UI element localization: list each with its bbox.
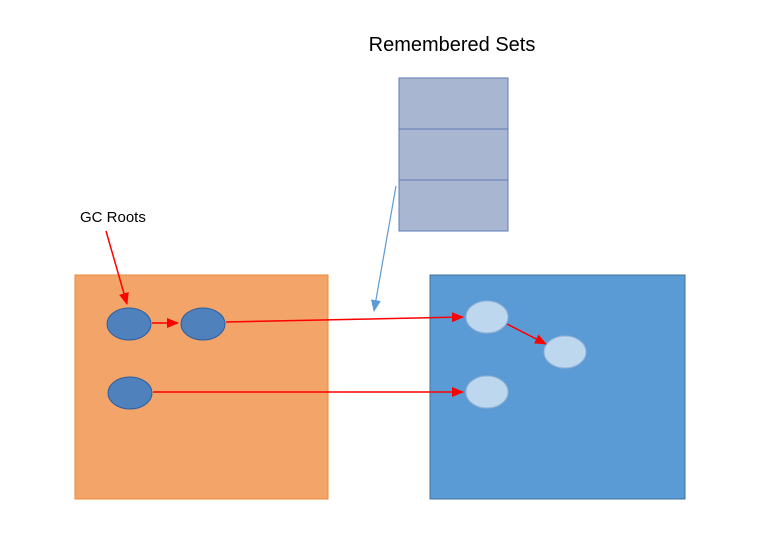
blue-region-object-3 (465, 375, 509, 409)
remembered-set-pointer-arrow (370, 185, 397, 312)
gc-roots-arrow (105, 230, 129, 305)
diagram-title: Remembered Sets (369, 34, 536, 56)
reference-arrow-blue-object1-object2 (506, 323, 547, 345)
remembered-set-stack (398, 77, 509, 232)
remembered-set-cell-1 (398, 77, 509, 130)
blue-region-object-2 (543, 335, 587, 369)
gc-roots-label: GC Roots (80, 209, 146, 226)
orange-region-object-3 (107, 376, 153, 410)
blue-region-object-1 (465, 300, 509, 334)
reference-arrow-cross-region-top (225, 312, 464, 323)
remembered-set-cell-3 (398, 179, 509, 232)
remembered-set-cell-2 (398, 128, 509, 181)
orange-region-object-1 (106, 307, 152, 341)
orange-region-object-2 (180, 307, 226, 341)
